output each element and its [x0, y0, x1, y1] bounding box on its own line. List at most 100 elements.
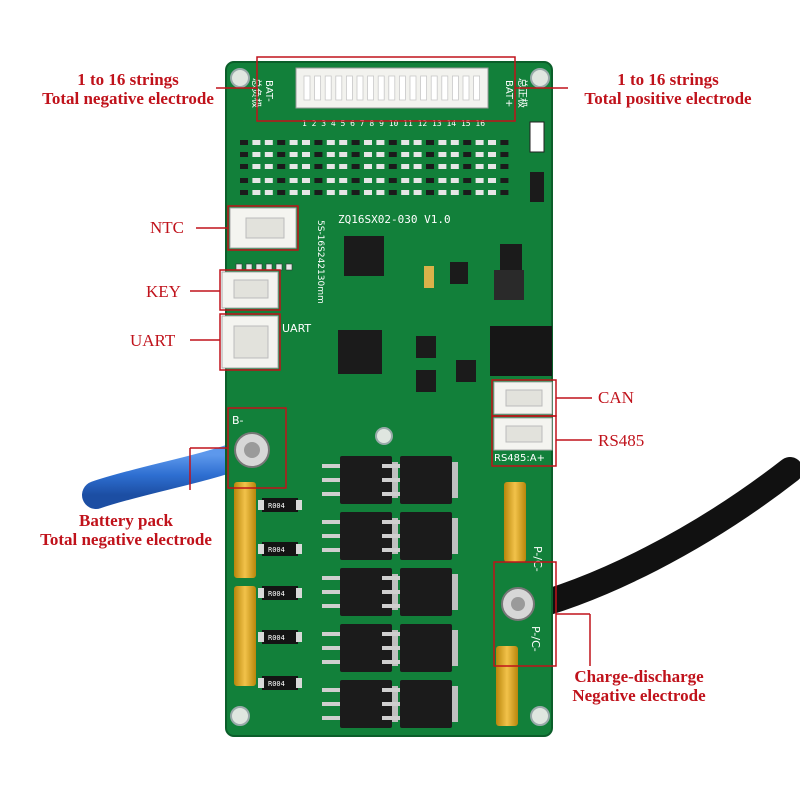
smd-resistor [252, 164, 261, 169]
shunt-cap [296, 544, 302, 554]
box-key [219, 269, 281, 311]
box-rs485 [491, 415, 557, 467]
connector-pin [367, 75, 375, 101]
smd-resistor [277, 190, 286, 195]
smd-resistor [314, 164, 323, 169]
box-uart [219, 313, 281, 371]
smd-resistor [252, 190, 261, 195]
connector-pin [430, 75, 438, 101]
shunt-code: R004 [268, 502, 285, 510]
mosfet-tab [452, 686, 458, 722]
connector-pin [420, 75, 428, 101]
smd-resistor [302, 164, 310, 169]
smd-resistor [289, 178, 298, 183]
left-copper-bar-2 [234, 586, 256, 686]
mosfet-tab [452, 518, 458, 554]
label-strings-negative: 1 to 16 strings Total negative electrode [30, 70, 226, 108]
smd-resistor [450, 152, 459, 157]
smd-resistor [364, 178, 372, 183]
left-copper-bar-1 [234, 482, 256, 578]
smd-resistor [450, 190, 459, 195]
smd-resistor [240, 178, 248, 183]
mosfet [400, 512, 452, 560]
label-battery-pack: Battery pack Total negative electrode [24, 511, 228, 549]
smd-resistor [401, 190, 410, 195]
leader-lines [189, 87, 592, 666]
smd-resistor [438, 152, 447, 157]
mosfet-lead [382, 548, 400, 552]
mosfet-lead [322, 548, 340, 552]
smd-resistor [240, 140, 248, 145]
right-copper-bar-2 [496, 646, 518, 726]
smd-resistor [289, 190, 298, 195]
connector-pin [335, 75, 343, 101]
connector-pin [345, 75, 353, 101]
smd-resistor [438, 164, 447, 169]
mosfet-lead [322, 660, 340, 664]
label-strings-positive: 1 to 16 strings Total positive electrode [570, 70, 766, 108]
header-pin [235, 263, 243, 271]
mosfet [340, 512, 392, 560]
smd-resistor [277, 152, 286, 157]
smd-resistor [388, 164, 397, 169]
smd-resistor [376, 140, 385, 145]
black-charge-cable [507, 457, 800, 623]
mosfet-lead [322, 632, 340, 636]
smd-resistor [438, 190, 447, 195]
smd-resistor [488, 164, 496, 169]
afe-chip [338, 330, 382, 374]
smd-resistor [413, 152, 422, 157]
smd-resistor [376, 152, 385, 157]
smd-resistor [264, 140, 273, 145]
header-pin [285, 263, 293, 271]
smd-resistor [326, 164, 335, 169]
shunt-cap [258, 678, 264, 688]
uart-silk: UART [282, 322, 311, 335]
p-minus-silk-lower: P-/C- [529, 626, 542, 652]
shunt-cap [296, 632, 302, 642]
mosfet [400, 624, 452, 672]
side-silk: 5S-16S242130mm [315, 220, 325, 304]
smd-resistor [463, 178, 472, 183]
crystal [424, 266, 434, 288]
connector-pins [303, 75, 481, 101]
label-key: KEY [146, 282, 181, 301]
mosfet [340, 624, 392, 672]
shunt-cap [258, 632, 264, 642]
ic-small-4 [456, 360, 476, 382]
label-ntc: NTC [150, 218, 184, 237]
mosfet-array [322, 456, 458, 728]
smd-resistor [351, 140, 360, 145]
mosfet [340, 568, 392, 616]
smd-resistor [450, 164, 459, 169]
label-uart: UART [130, 331, 176, 350]
smd-resistor [289, 140, 298, 145]
smd-resistor [240, 190, 248, 195]
shunt-cap [296, 500, 302, 510]
connector-pin [324, 75, 332, 101]
mosfet [340, 680, 392, 728]
ic-small-3 [416, 336, 436, 358]
ic-small-2 [500, 244, 522, 270]
cn-total-pos-silk: 总正极 [516, 78, 529, 108]
shunt-code: R004 [268, 634, 285, 642]
shunt-cap [258, 588, 264, 598]
smd-resistor [240, 164, 248, 169]
mosfet-lead [382, 478, 400, 482]
mosfet-tab [452, 574, 458, 610]
smd-resistor [240, 152, 248, 157]
label-strings-positive-line1: 1 to 16 strings [617, 70, 719, 89]
mosfet-lead [322, 716, 340, 720]
mosfet [340, 456, 392, 504]
mosfet-lead [382, 492, 400, 496]
smd-resistor [264, 178, 273, 183]
label-strings-negative-line1: 1 to 16 strings [77, 70, 179, 89]
smd-resistor [426, 152, 434, 157]
smd-resistor [401, 140, 410, 145]
smd-resistor [252, 140, 261, 145]
smd-resistor [388, 140, 397, 145]
smd-resistor [364, 164, 372, 169]
smd-resistor [326, 178, 335, 183]
shunt-cap [258, 500, 264, 510]
